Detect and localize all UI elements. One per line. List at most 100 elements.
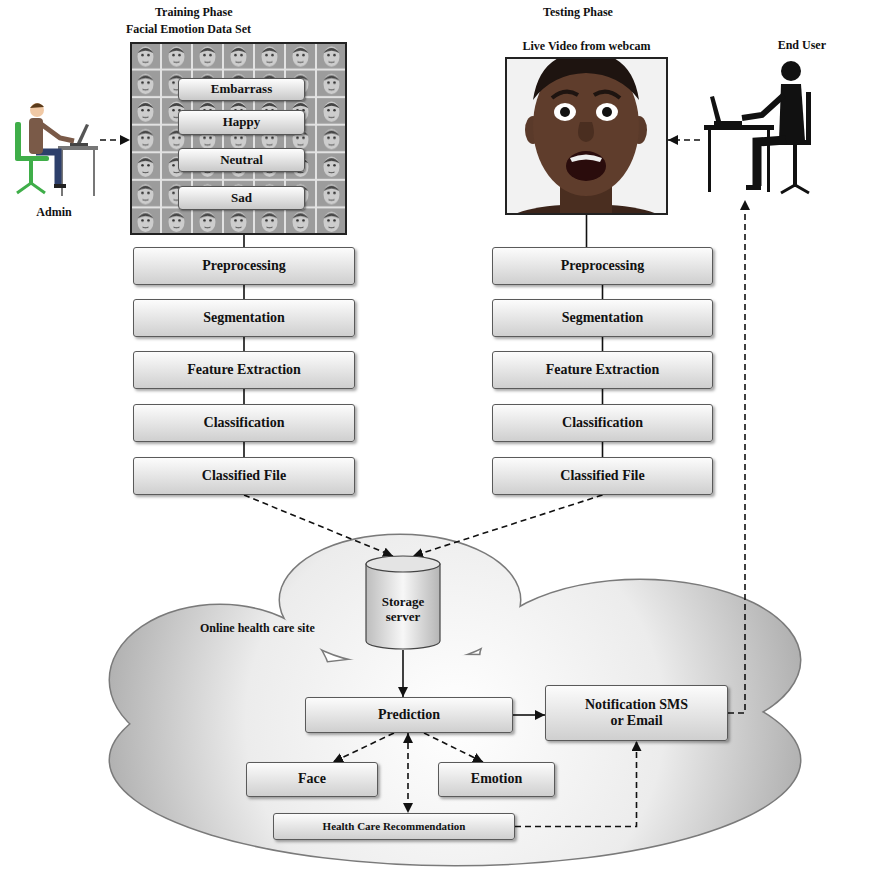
desk (704, 125, 774, 130)
chair-back (15, 122, 21, 160)
chair-base (17, 183, 45, 193)
dashed-connector (244, 495, 393, 556)
nose (578, 122, 594, 142)
laptop (76, 124, 89, 145)
process-box: Segmentation (133, 299, 355, 337)
connector (243, 285, 245, 299)
phase-title: Training Phase (155, 6, 232, 20)
dashed-connector (728, 200, 745, 713)
webcam-frame: Live Video from webcam (505, 57, 668, 215)
connector (602, 389, 604, 404)
dashed-connector (100, 139, 130, 141)
legs (757, 140, 786, 186)
process-box: Classification (133, 404, 355, 442)
node-text: Classification (204, 415, 285, 431)
cylinder-top (366, 556, 440, 572)
end-user-figure (704, 61, 811, 193)
dashed-connector (424, 733, 483, 762)
node-text: Neutral (220, 153, 263, 168)
chair-base (781, 185, 809, 193)
connector (513, 714, 545, 716)
storage-cylinder: Storage server (365, 555, 441, 650)
process-box: Prediction (305, 697, 513, 733)
laptop-base (70, 143, 88, 146)
node-text: Health Care Recommendation (323, 820, 466, 833)
node-text: Sad (231, 191, 252, 206)
process-box: Feature Extraction (133, 351, 355, 389)
cloud-label: Online health care site (200, 622, 315, 636)
eyebrow (552, 92, 578, 98)
process-box: Preprocessing (133, 247, 355, 285)
shoe (746, 185, 761, 190)
actor-label: End User (778, 39, 826, 53)
output-box: Health Care Recommendation (273, 813, 515, 840)
node-text: Prediction (378, 707, 440, 723)
actor-label: Admin (36, 206, 71, 220)
actor: Admin (8, 95, 100, 220)
face-photo-grid (130, 42, 347, 235)
cloud-lobe (110, 605, 330, 755)
process-box: Classification (492, 404, 713, 442)
node-text: Classified File (202, 468, 286, 484)
node-text: Notification SMS or Email (580, 697, 693, 729)
node-text: Preprocessing (561, 258, 644, 274)
cloud-lobe-fill (110, 605, 330, 755)
dataset-frame: Facial Emotion Data SetEmbarrassHappyNeu… (130, 42, 347, 235)
frame-heading: Facial Emotion Data Set (126, 23, 339, 37)
torso (779, 84, 805, 141)
webcam-face (507, 59, 666, 213)
admin-figure (15, 103, 98, 196)
hair (30, 103, 44, 108)
emotion-tag: Happy (178, 110, 305, 135)
connector (602, 337, 604, 351)
node-text: Classification (562, 415, 643, 431)
chair-back (806, 92, 811, 144)
connector (243, 337, 245, 351)
torso (29, 118, 43, 154)
head (781, 61, 801, 81)
cloud-region: Online health care site Storage serverPre… (100, 530, 810, 875)
actor: End User (700, 36, 860, 200)
desk-leg (708, 130, 711, 192)
chair-post (29, 161, 33, 183)
emotion-tag: Sad (178, 186, 305, 210)
process-box: Feature Extraction (492, 351, 713, 389)
node-text: Segmentation (562, 310, 644, 326)
label-slot: Training Phase (155, 5, 232, 20)
node-text: Preprocessing (202, 258, 285, 274)
node-text: Classified File (560, 468, 644, 484)
dashed-connector (407, 733, 409, 813)
connector (243, 442, 245, 457)
hair (533, 59, 639, 100)
dashed-connector (668, 139, 700, 141)
process-box: Classified File (492, 457, 713, 495)
cylinder-body (366, 564, 440, 649)
label-slot: Testing Phase (543, 5, 613, 20)
dashed-connector (333, 733, 394, 762)
dashed-connector (515, 741, 637, 827)
emotion-tag: Neutral (178, 148, 305, 172)
frame-heading: Live Video from webcam (507, 40, 666, 54)
dashed-connector (413, 495, 603, 556)
phase-title: Testing Phase (543, 6, 613, 20)
cloud-lobe (480, 580, 800, 740)
process-box: Classified File (133, 457, 355, 495)
connector (602, 442, 604, 457)
emotion-tag: Embarrass (178, 78, 305, 101)
node-text: Storage server (365, 595, 441, 625)
eye (554, 103, 576, 121)
laptop-base (714, 121, 742, 125)
node-text: Feature Extraction (546, 362, 660, 378)
output-box: Emotion (438, 762, 555, 797)
connector (243, 389, 245, 404)
connector (602, 285, 604, 299)
laptop-screen (710, 96, 721, 121)
desk (58, 146, 98, 150)
node-text: Embarrass (211, 82, 272, 97)
arm (742, 95, 784, 118)
pupil (560, 107, 570, 117)
cloud-lobe-fill (480, 580, 800, 740)
desk-leg (93, 150, 95, 196)
process-box: Preprocessing (492, 247, 713, 285)
